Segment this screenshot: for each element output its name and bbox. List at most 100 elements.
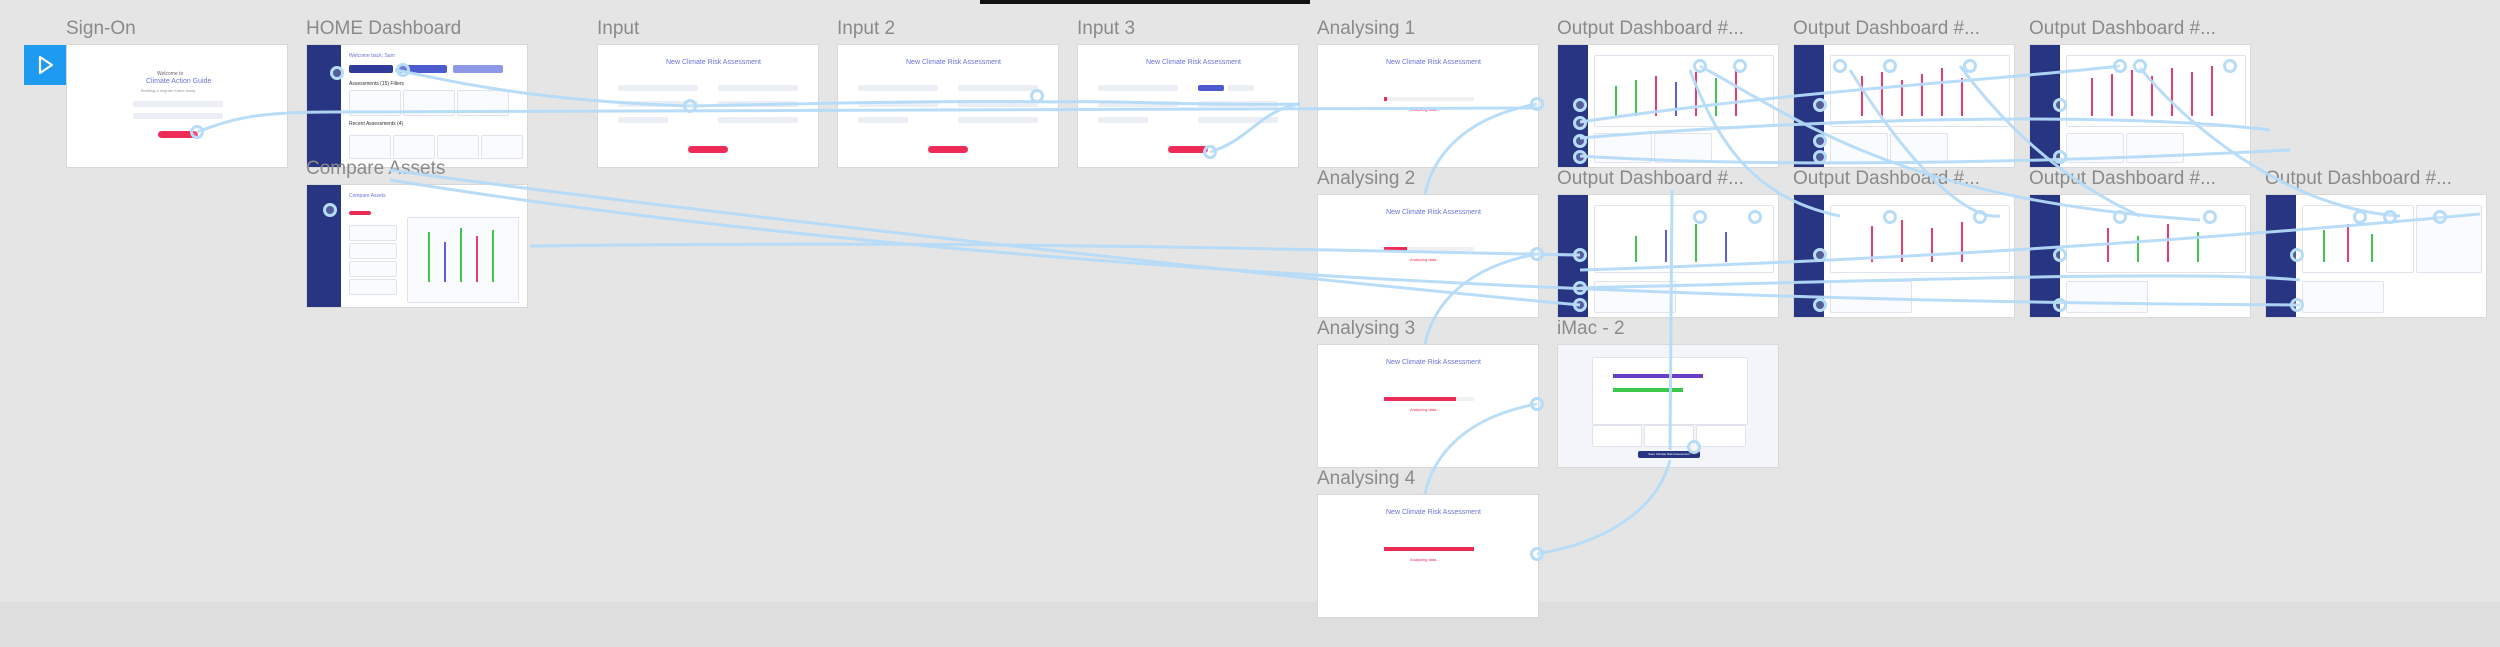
link-hotspot[interactable] xyxy=(190,125,204,139)
link-hotspot[interactable] xyxy=(330,66,344,80)
link-hotspot[interactable] xyxy=(1687,440,1701,454)
next-step-button[interactable] xyxy=(928,146,968,153)
link-hotspot[interactable] xyxy=(1813,98,1827,112)
form-field[interactable] xyxy=(858,85,938,91)
link-hotspot[interactable] xyxy=(1813,150,1827,164)
link-hotspot[interactable] xyxy=(1573,116,1587,130)
frame-label-output-1[interactable]: Output Dashboard #... xyxy=(1557,18,1744,39)
link-hotspot[interactable] xyxy=(1530,547,1544,561)
recent-card[interactable] xyxy=(437,135,479,159)
frame-label-input[interactable]: Input xyxy=(597,18,640,39)
frame-analysing-3[interactable]: New Climate Risk Assessment Analysing da… xyxy=(1317,344,1539,468)
link-hotspot[interactable] xyxy=(1573,98,1587,112)
link-hotspot[interactable] xyxy=(1883,59,1897,73)
frame-label-output-6[interactable]: Output Dashboard #... xyxy=(2029,168,2216,189)
link-hotspot[interactable] xyxy=(1530,97,1544,111)
frame-label-sign-on[interactable]: Sign-On xyxy=(66,18,136,39)
next-step-button[interactable] xyxy=(1168,146,1208,153)
frame-label-analysing-4[interactable]: Analysing 4 xyxy=(1317,468,1416,489)
frame-imac-2[interactable]: Save Climate Risk Assessment xyxy=(1557,344,1779,468)
link-hotspot[interactable] xyxy=(2223,59,2237,73)
assessment-card[interactable] xyxy=(349,90,401,116)
link-hotspot[interactable] xyxy=(2053,248,2067,262)
form-field[interactable] xyxy=(958,85,1038,91)
link-hotspot[interactable] xyxy=(1203,145,1217,159)
link-hotspot[interactable] xyxy=(1573,150,1587,164)
assessment-card[interactable] xyxy=(457,90,509,116)
form-field[interactable] xyxy=(1098,85,1178,91)
assessment-card[interactable] xyxy=(403,90,455,116)
link-hotspot[interactable] xyxy=(1813,248,1827,262)
link-hotspot[interactable] xyxy=(2433,210,2447,224)
frame-compare-assets[interactable]: Compare Assets xyxy=(306,184,528,308)
frame-input-3[interactable]: New Climate Risk Assessment xyxy=(1077,44,1299,168)
form-field[interactable] xyxy=(618,85,698,91)
link-hotspot[interactable] xyxy=(683,99,697,113)
frame-output-dashboard-4[interactable] xyxy=(1557,194,1779,318)
link-hotspot[interactable] xyxy=(2113,59,2127,73)
link-hotspot[interactable] xyxy=(1733,59,1747,73)
form-field[interactable] xyxy=(958,101,1038,107)
link-hotspot[interactable] xyxy=(396,63,410,77)
frame-label-analysing-3[interactable]: Analysing 3 xyxy=(1317,318,1416,339)
link-hotspot[interactable] xyxy=(1693,59,1707,73)
tab-assets[interactable] xyxy=(453,65,503,73)
link-hotspot[interactable] xyxy=(323,203,337,217)
asset-row[interactable] xyxy=(349,243,397,259)
form-field[interactable] xyxy=(1098,117,1148,123)
link-hotspot[interactable] xyxy=(2353,210,2367,224)
password-field[interactable] xyxy=(133,113,223,119)
frame-home-dashboard[interactable]: Welcome back, Sam Assessments (15) Filte… xyxy=(306,44,528,168)
link-hotspot[interactable] xyxy=(1530,397,1544,411)
asset-row[interactable] xyxy=(349,279,397,295)
frame-label-analysing-1[interactable]: Analysing 1 xyxy=(1317,18,1416,39)
form-field[interactable] xyxy=(718,85,798,91)
link-hotspot[interactable] xyxy=(1813,298,1827,312)
frame-label-output-2[interactable]: Output Dashboard #... xyxy=(1793,18,1980,39)
asset-row[interactable] xyxy=(349,225,397,241)
link-hotspot[interactable] xyxy=(1573,281,1587,295)
form-field[interactable] xyxy=(1198,101,1278,107)
link-hotspot[interactable] xyxy=(1973,210,1987,224)
link-hotspot[interactable] xyxy=(1833,59,1847,73)
frame-label-imac-2[interactable]: iMac - 2 xyxy=(1557,318,1625,339)
form-field[interactable] xyxy=(858,101,938,107)
link-hotspot[interactable] xyxy=(2290,298,2304,312)
email-field[interactable] xyxy=(133,101,223,107)
filter-chip[interactable] xyxy=(349,211,371,215)
frame-analysing-1[interactable]: New Climate Risk Assessment Analysing da… xyxy=(1317,44,1539,168)
next-step-button[interactable] xyxy=(688,146,728,153)
link-hotspot[interactable] xyxy=(1573,248,1587,262)
link-hotspot[interactable] xyxy=(2133,59,2147,73)
frame-label-input-3[interactable]: Input 3 xyxy=(1077,18,1136,39)
form-field[interactable] xyxy=(618,117,668,123)
frame-analysing-4[interactable]: New Climate Risk Assessment Analysing da… xyxy=(1317,494,1539,618)
frame-analysing-2[interactable]: New Climate Risk Assessment Analysing da… xyxy=(1317,194,1539,318)
form-field[interactable] xyxy=(958,117,1038,123)
frame-label-output-4[interactable]: Output Dashboard #... xyxy=(1557,168,1744,189)
new-assessment-button[interactable] xyxy=(349,65,393,73)
link-hotspot[interactable] xyxy=(1573,134,1587,148)
link-hotspot[interactable] xyxy=(1963,59,1977,73)
form-field[interactable] xyxy=(858,117,908,123)
frame-label-analysing-2[interactable]: Analysing 2 xyxy=(1317,168,1416,189)
link-hotspot[interactable] xyxy=(1813,134,1827,148)
asset-row[interactable] xyxy=(349,261,397,277)
frame-label-compare[interactable]: Compare Assets xyxy=(306,158,446,179)
frame-label-home[interactable]: HOME Dashboard xyxy=(306,18,462,39)
frame-label-output-5[interactable]: Output Dashboard #... xyxy=(1793,168,1980,189)
form-field[interactable] xyxy=(718,117,798,123)
frame-input-2[interactable]: New Climate Risk Assessment xyxy=(837,44,1059,168)
link-hotspot[interactable] xyxy=(1530,247,1544,261)
frame-input[interactable]: New Climate Risk Assessment xyxy=(597,44,819,168)
link-hotspot[interactable] xyxy=(1030,89,1044,103)
frame-label-output-7[interactable]: Output Dashboard #... xyxy=(2265,168,2452,189)
frame-sign-on[interactable]: Welcome to Climate Action Guide Building… xyxy=(66,44,288,168)
link-hotspot[interactable] xyxy=(1693,210,1707,224)
option[interactable] xyxy=(1228,85,1254,91)
form-field[interactable] xyxy=(718,101,798,107)
link-hotspot[interactable] xyxy=(2290,248,2304,262)
play-prototype-button[interactable] xyxy=(24,45,66,85)
link-hotspot[interactable] xyxy=(2383,210,2397,224)
form-field[interactable] xyxy=(1198,117,1278,123)
